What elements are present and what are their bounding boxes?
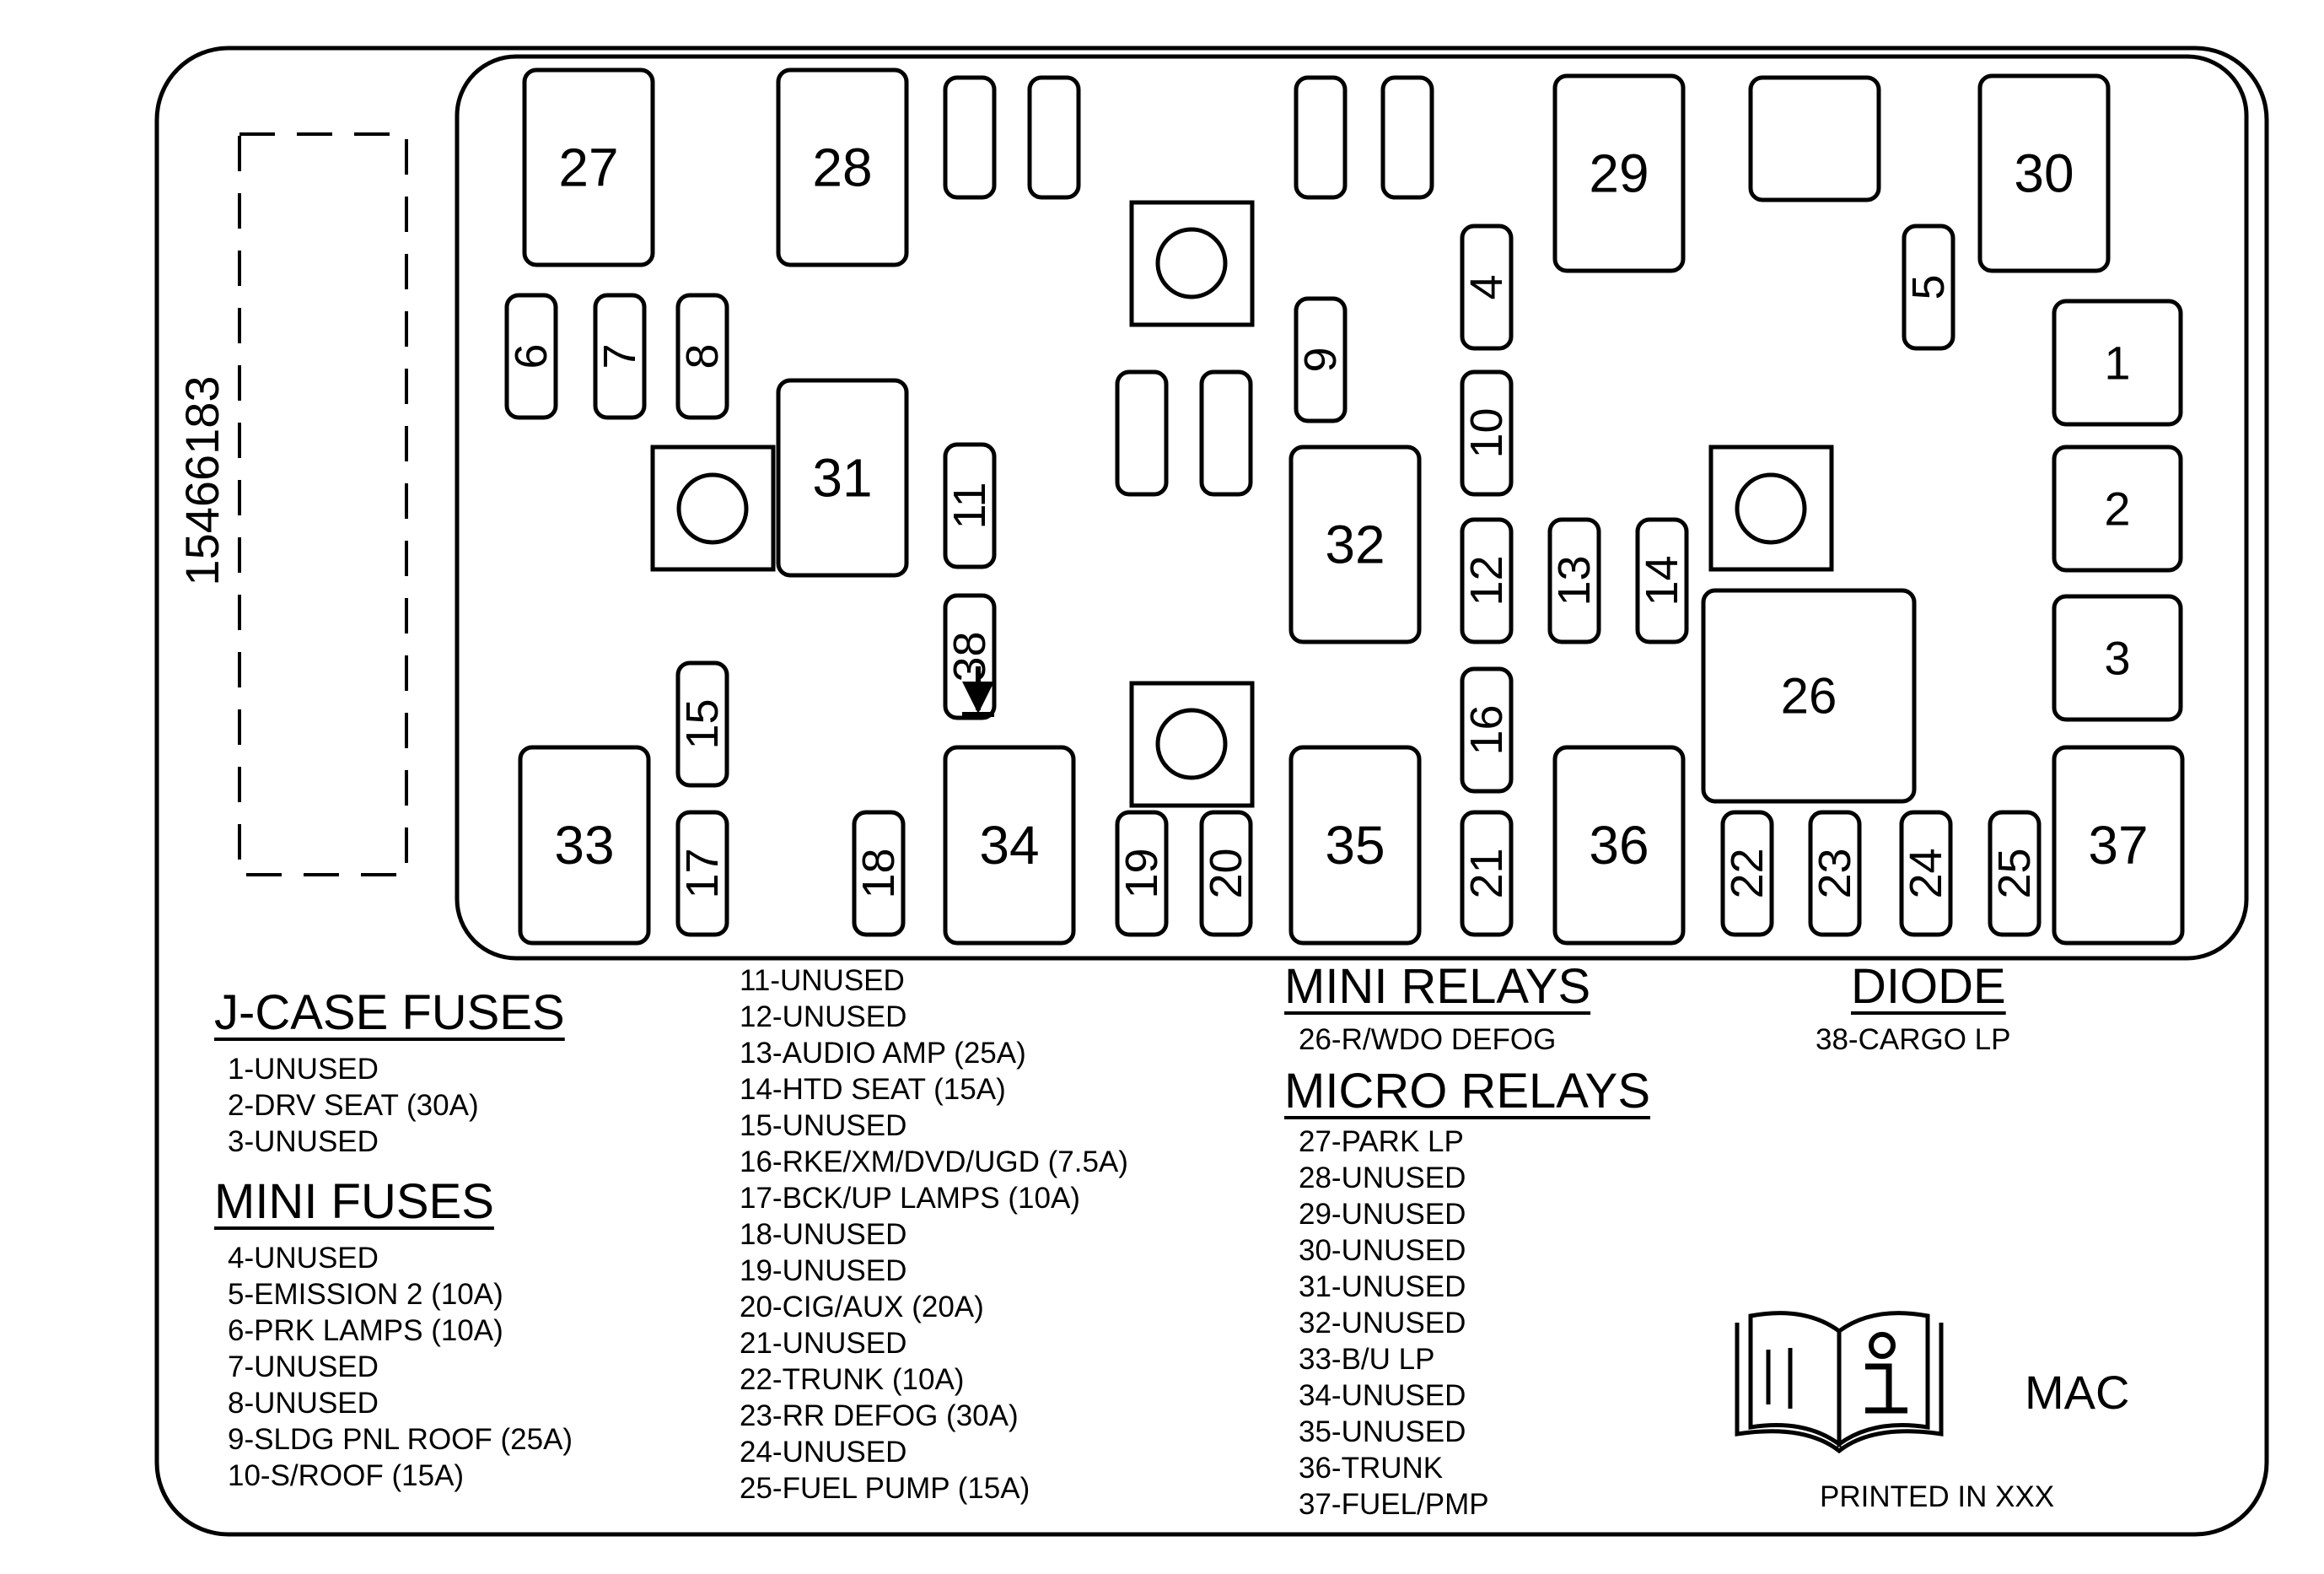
fuse-slot: 16 [1460,666,1514,794]
fuse-slot-label: 10 [1461,407,1512,458]
fuse-slot: 8 [675,293,729,420]
part-number: 15466183 [175,375,229,585]
relay-slot: 1 [2052,299,2183,427]
fuse-slot [1199,369,1253,497]
fuse-slot: 20 [1199,810,1253,937]
fuse-slot [943,75,997,200]
fuse-slot: 21 [1460,810,1514,937]
fuse-slot: 19 [1115,810,1169,937]
fuse-slot [1115,369,1169,497]
fuse-slot: 7 [593,293,647,420]
fuse-slot-label: 13 [1549,555,1600,606]
fuse-slot: 10 [1460,369,1514,497]
relay-slot-label: 29 [1589,143,1649,204]
relay-slot-label: 33 [554,815,614,876]
fuse-slot: 22 [1720,810,1774,937]
relay-slot: 35 [1288,745,1422,946]
relay-slot: 34 [943,745,1076,946]
fuse-slot: 23 [1808,810,1862,937]
fuse-slot-label: 6 [506,343,557,369]
relay-slot-label: 36 [1589,815,1649,876]
relay-slot-label: 31 [812,448,872,509]
dashed-label-area [238,132,408,876]
fuse-slot: 13 [1547,517,1601,644]
fuse-slot [1027,75,1081,200]
relay-slot-label: 30 [2014,143,2074,204]
relay-slot: 26 [1701,588,1917,804]
fuse-slot: 18 [852,810,906,937]
relay-slot: 31 [776,378,909,578]
outer-panel [154,46,2269,1537]
fuse-slot-label: 8 [677,343,728,369]
fuse-slot: 25 [1988,810,2042,937]
relay-slot-label: 37 [2088,815,2148,876]
fuse-slot-label: 24 [1901,848,1951,898]
manual-info-icon [1735,1311,1944,1454]
mounting-bolt [650,445,776,572]
relay-slot-label: 35 [1325,815,1385,876]
fuse-slot-label: 11 [944,482,995,529]
relay-slot: 29 [1552,73,1686,273]
fuse-slot-label: 14 [1637,555,1687,606]
fuse-slot-label: 4 [1461,274,1512,299]
relay-slot-label: 1 [2104,337,2130,390]
fuse-slot-label: 18 [853,848,904,898]
relay-slot-label: 27 [558,137,618,198]
mounting-bolt [1129,681,1255,808]
relay-slot: 36 [1552,745,1686,946]
fuse-slot-label: 15 [677,698,728,749]
fuse-slot-label: 7 [594,343,645,369]
fuse-slot: 11 [943,442,997,569]
fuse-slot-label: 16 [1461,704,1512,755]
fuse-slot-label: 38 [944,631,995,682]
fuse-slot-label: 25 [1989,848,2040,898]
fuse-slot: 24 [1899,810,1953,937]
relay-slot: 28 [776,67,909,267]
fuse-slot: 9 [1294,296,1348,423]
fuse-slot-label: 22 [1722,848,1773,898]
mounting-bolt [1708,445,1834,572]
relay-slot: 37 [2052,745,2185,946]
relay-slot-label: 34 [979,815,1039,876]
fuse-block-outline [455,54,2249,961]
fuse-slot: 6 [504,293,558,420]
fuse-slot-label: 5 [1903,274,1954,299]
relay-slot: 27 [522,67,655,267]
relay-slot [1748,75,1881,202]
fuse-slot: 15 [675,660,729,788]
relay-slot: 33 [518,745,651,946]
fuse-slot: 17 [675,810,729,937]
fuse-slot [1294,75,1348,200]
fuse-slot [1380,75,1434,200]
diode-symbol-icon [962,666,994,717]
fuse-slot-label: 9 [1295,347,1346,372]
fuse-slot-label: 23 [1810,848,1860,898]
relay-slot-label: 28 [812,137,872,198]
fuse-slot: 12 [1460,517,1514,644]
fuse-slot: 38 [943,593,997,720]
mounting-bolt [1129,200,1255,327]
relay-slot-label: 3 [2104,632,2130,685]
fuse-slot-label: 17 [677,848,728,898]
relay-slot: 3 [2052,594,2183,722]
fuse-slot-label: 21 [1461,848,1512,898]
relay-slot-label: 2 [2104,482,2130,536]
relay-slot-label: 26 [1781,668,1837,725]
fuse-slot: 14 [1635,517,1689,644]
relay-slot: 32 [1288,445,1422,644]
fuse-slot: 5 [1902,224,1955,351]
relay-slot: 30 [1977,73,2111,273]
fuse-slot-label: 19 [1116,848,1167,898]
relay-slot-label: 32 [1325,515,1385,575]
relay-slot: 2 [2052,445,2183,573]
fuse-slot-label: 20 [1201,848,1251,898]
fuse-slot-label: 12 [1461,555,1512,606]
fuse-slot: 4 [1460,224,1514,351]
